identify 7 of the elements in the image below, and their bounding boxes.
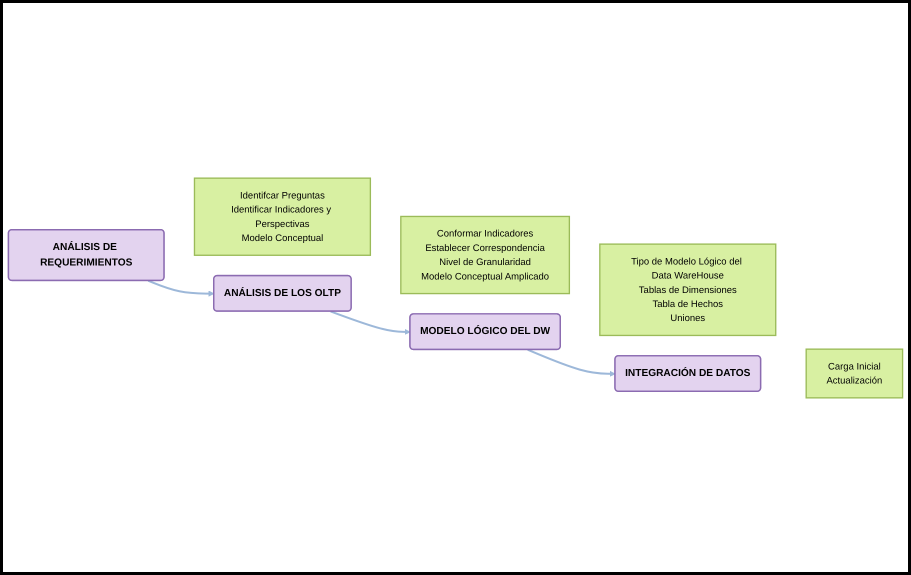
arrow [148,279,214,296]
arrow [527,348,616,376]
node-box: Carga Inicial Actualización [806,348,904,398]
node-box: Conformar Indicadores Establecer Correspondencia Nivel de Granularidad Modelo Conceptual Amplicado [400,215,570,294]
node-box: Identifcar Preguntas Identificar Indicadores y Perspectivas Modelo Conceptual [194,176,372,256]
node-box: Tipo de Modelo Lógico del Data WareHouse Tablas de Dimensiones Tabla de Hechos Uniones [599,242,776,336]
arrow [330,310,411,334]
